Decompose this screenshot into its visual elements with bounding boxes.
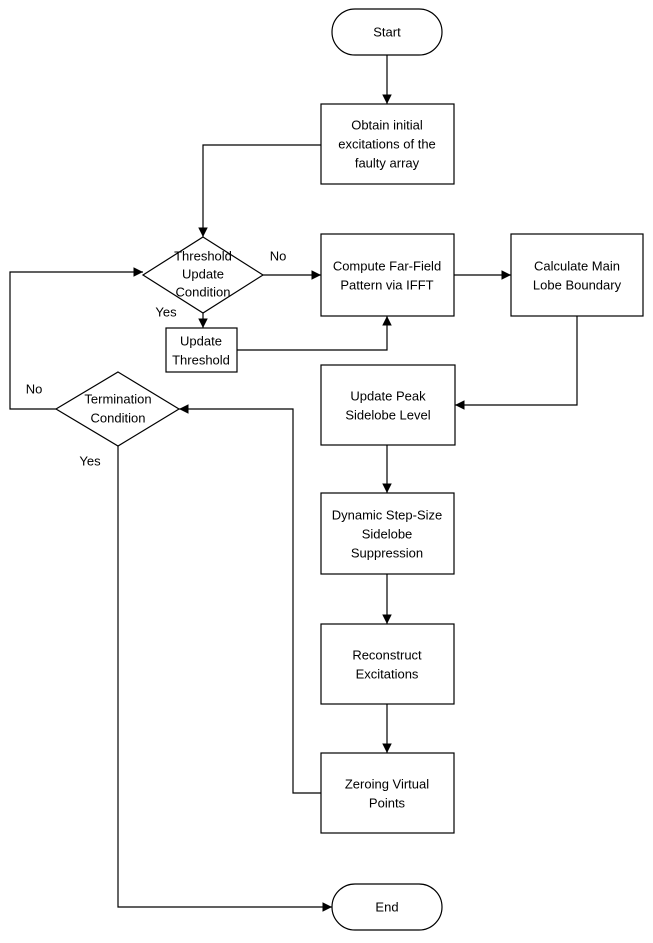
compute-line-2: Pattern via IFFT [340,278,433,293]
mainlobe-line-2: Lobe Boundary [533,278,622,293]
mainlobe-line-1: Calculate Main [534,259,620,274]
obtain-excitations-node: Obtain initial excitations of the faulty… [320,103,455,185]
compute-far-field-node: Compute Far-Field Pattern via IFFT [320,233,455,317]
obtain-line-2: excitations of the [338,137,436,152]
main-lobe-boundary-node: Calculate Main Lobe Boundary [510,233,644,317]
termination-condition-node: Termination Condition [54,371,181,447]
dynamic-step-size-node: Dynamic Step-Size Sidelobe Suppression [320,492,455,575]
termination-line-1: Termination [84,392,151,407]
threshold-yes-label: Yes [155,305,177,320]
edge-termination-to-threshold [9,267,143,410]
obtain-line-3: faulty array [355,156,420,171]
zeroing-virtual-points-node: Zeroing Virtual Points [320,752,455,834]
dynamic-line-2: Sidelobe [362,527,413,542]
termination-yes-label: Yes [79,454,101,469]
update-threshold-line-1: Update [180,334,222,349]
threshold-line-3: Condition [176,285,231,300]
termination-no-label: No [26,382,43,397]
update-threshold-line-2: Threshold [172,353,230,368]
start-label: Start [373,25,401,40]
reconstruct-line-2: Excitations [356,667,419,682]
threshold-line-2: Update [182,267,224,282]
threshold-condition-node: Threshold Update Condition [141,236,265,314]
reconstruct-excitations-node: Reconstruct Excitations [320,623,455,705]
peak-line-1: Update Peak [350,389,426,404]
obtain-line-1: Obtain initial [351,118,423,133]
dynamic-line-1: Dynamic Step-Size [332,508,443,523]
update-peak-sidelobe-node: Update Peak Sidelobe Level [320,364,456,446]
compute-line-1: Compute Far-Field [333,259,441,274]
threshold-no-label: No [270,249,287,264]
edges [9,55,578,912]
edge-mainlobe-to-peak [455,316,578,410]
end-node: End [331,883,443,931]
update-threshold-node: Update Threshold [165,327,238,373]
threshold-line-1: Threshold [174,249,232,264]
reconstruct-line-1: Reconstruct [352,648,422,663]
zeroing-line-1: Zeroing Virtual [345,777,429,792]
start-node: Start [331,8,443,56]
end-label: End [375,900,398,915]
edge-obtain-to-threshold [198,144,321,237]
edge-update-threshold-to-compute [237,316,392,351]
zeroing-line-2: Points [369,796,406,811]
termination-line-2: Condition [91,411,146,426]
edge-termination-to-end [117,446,332,912]
edge-zeroing-to-termination [179,404,321,794]
peak-line-2: Sidelobe Level [345,408,430,423]
dynamic-line-3: Suppression [351,546,423,561]
